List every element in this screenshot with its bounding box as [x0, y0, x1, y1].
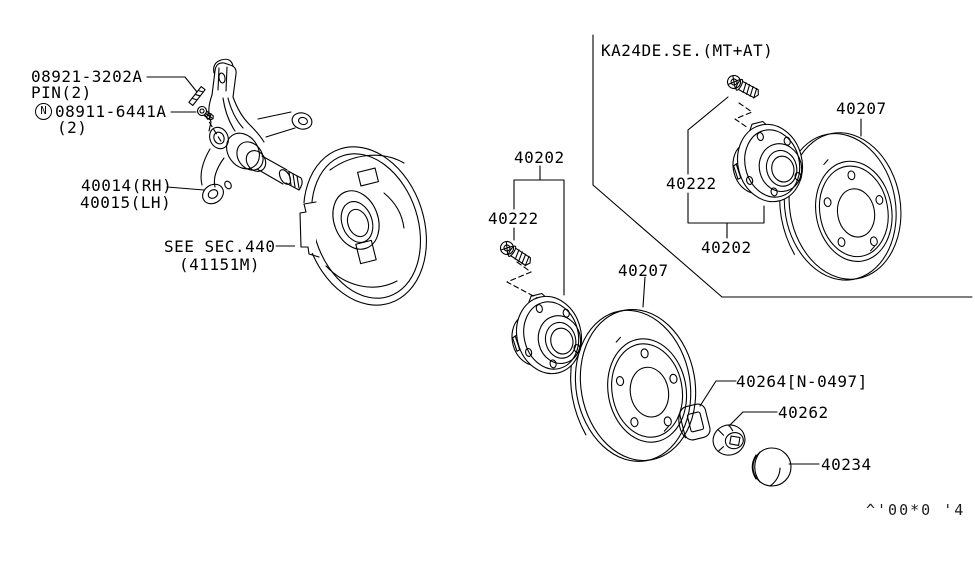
leader-lines — [146, 76, 862, 465]
label-main-hub: 40202 — [514, 148, 565, 167]
washer-drawing — [678, 403, 711, 441]
label-box-hub: 40202 — [701, 238, 752, 257]
cotter-pin-drawing — [188, 86, 206, 106]
bolt-drawing-main — [497, 238, 535, 269]
label-main-bolt: 40222 — [488, 209, 539, 228]
hub-drawing-main — [502, 285, 591, 383]
bolt-drawing-box — [724, 72, 762, 102]
small-nut-drawing — [196, 105, 214, 121]
hub-drawing-box — [723, 113, 812, 211]
label-engine-section: KA24DE.SE.(MT+AT) — [601, 41, 774, 60]
label-pin-part-number: 08921-3202A — [31, 67, 143, 86]
label-washer: 40264[N-0497] — [736, 372, 868, 391]
label-lock-nut: 40262 — [778, 403, 829, 422]
engine-section-boundary — [592, 34, 973, 298]
steering-knuckle-drawing — [200, 58, 313, 205]
label-main-rotor: 40207 — [618, 261, 669, 280]
splash-shield-drawing — [295, 146, 427, 306]
label-nut-part-number: 08911-6441A — [55, 101, 167, 121]
label-nut-qty: (2) — [57, 118, 88, 137]
lock-nut-drawing — [712, 424, 746, 456]
label-knuckle-rh: 40014(RH) — [81, 176, 173, 195]
label-box-rotor: 40207 — [836, 99, 887, 118]
label-see-section: SEE SEC.440 — [164, 237, 276, 256]
grease-cap-drawing — [751, 447, 792, 487]
label-pin-qty: PIN(2) — [31, 83, 92, 102]
label-box-bolt: 40222 — [666, 174, 717, 193]
label-see-section-ref: (41151M) — [179, 255, 261, 274]
circled-n-symbol: N — [35, 103, 52, 120]
label-knuckle-lh: 40015(LH) — [80, 193, 172, 212]
label-cap: 40234 — [821, 455, 872, 474]
rotor-drawing-main — [558, 299, 708, 472]
label-nut-part-row: N 08911-6441A — [35, 103, 166, 120]
plate-code: ^'00*0 '4 — [866, 501, 966, 519]
